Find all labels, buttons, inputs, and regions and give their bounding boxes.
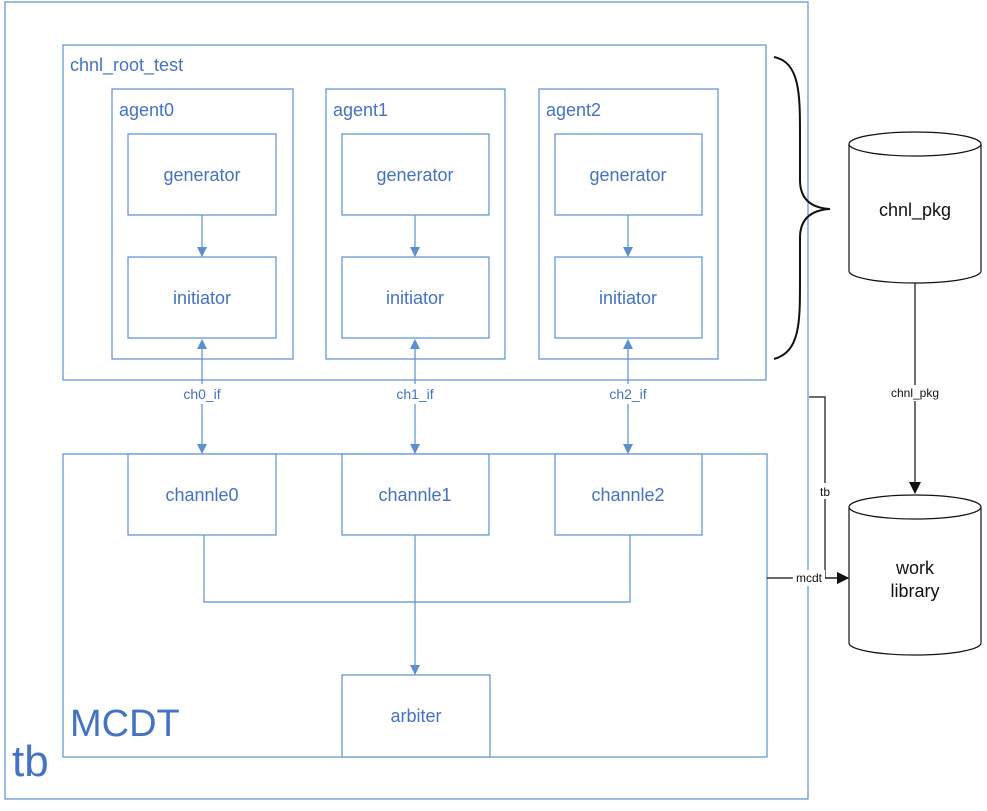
chnl-pkg-database: chnl_pkg <box>848 131 982 284</box>
tb-edge-label: tb <box>820 485 830 499</box>
mcdt-label: MCDT <box>70 703 180 745</box>
ch0-if-label-bg <box>170 384 234 404</box>
agent1-label: agent1 <box>333 100 388 120</box>
tb-label: tb <box>12 737 49 786</box>
channel2-box <box>554 453 703 536</box>
channel2-label: channle2 <box>591 485 664 505</box>
agent1-generator <box>341 133 490 216</box>
agent1-block: agent1 generator initiator <box>325 88 506 360</box>
channel0-label: channle0 <box>165 485 238 505</box>
agent0-initiator-label: initiator <box>173 288 231 308</box>
work-db-label-line2: library <box>890 581 939 601</box>
agent2-label: agent2 <box>546 100 601 120</box>
agent0-generator-label: generator <box>163 165 240 185</box>
pkg-edge-label: chnl_pkg <box>891 386 939 400</box>
agent0-label: agent0 <box>119 100 174 120</box>
arbiter-label: arbiter <box>390 706 441 726</box>
ch1-if-label: ch1_if <box>396 386 433 402</box>
ch2-if-label: ch2_if <box>609 386 646 402</box>
work-library-database: work library <box>848 494 982 656</box>
ch1-if-label-bg <box>383 384 447 404</box>
agent0-block: agent0 generator initiator <box>111 88 294 360</box>
test-label: chnl_root_test <box>70 55 183 76</box>
pkg-edge-label-bg <box>884 385 946 401</box>
agent0-generator <box>127 133 277 216</box>
channel1-box <box>341 453 490 536</box>
agent1-initiator <box>341 256 490 339</box>
agent1-initiator-label: initiator <box>386 288 444 308</box>
channel0-box <box>127 453 277 536</box>
agent1-generator-label: generator <box>376 165 453 185</box>
mcdt-edge-label: mcdt <box>796 571 823 585</box>
mcdt-edge-label-bg <box>793 570 825 586</box>
ch2-if-label-bg <box>596 384 660 404</box>
tb-frame <box>4 1 809 800</box>
arbiter-box <box>341 674 491 758</box>
channel-merge-line <box>203 535 631 603</box>
tb-edge-label-bg <box>815 483 835 499</box>
agent0-initiator <box>127 256 277 339</box>
agent2-initiator <box>554 256 703 339</box>
agent2-block: agent2 generator initiator <box>538 88 719 360</box>
package-brace <box>773 56 831 360</box>
ch0-if-label: ch0_if <box>183 386 220 402</box>
agent2-generator-label: generator <box>589 165 666 185</box>
work-db-label-line1: work <box>895 558 935 578</box>
channel1-label: channle1 <box>378 485 451 505</box>
chnl-pkg-label: chnl_pkg <box>879 200 951 221</box>
agent2-initiator-label: initiator <box>599 288 657 308</box>
